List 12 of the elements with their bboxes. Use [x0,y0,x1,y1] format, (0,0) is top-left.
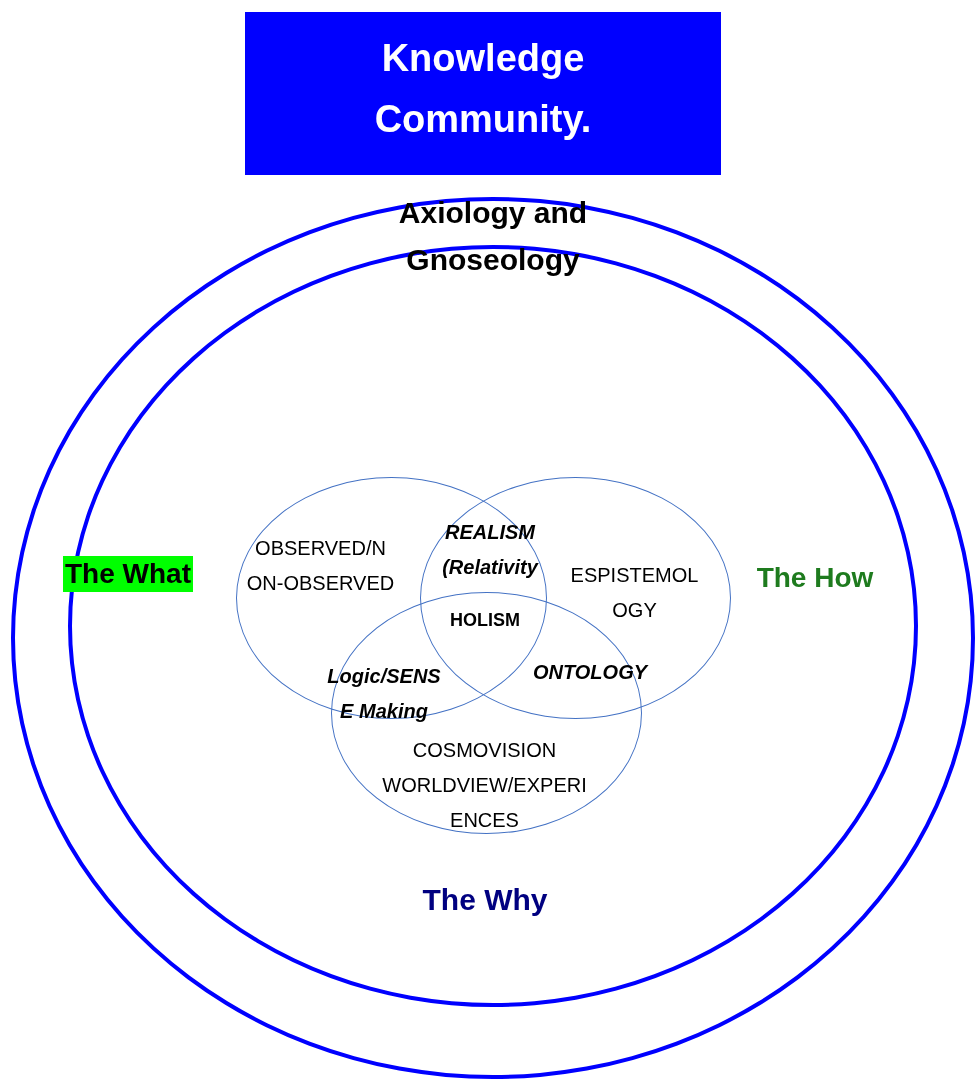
circle-text: COSMOVISION WORLDVIEW/EXPERI ENCES [381,737,588,833]
ellipse-heading: Axiology and Gnoseology [397,195,589,278]
dimension-label: The How [755,561,875,595]
circle-text: OBSERVED/N ON-OBSERVED [245,535,396,596]
overlap-label: HOLISM [449,609,521,632]
overlap-label: REALISM (Relativity [441,520,540,580]
title-text: Knowledge Community. [373,36,593,142]
circle-text: ESPISTEMOL OGY [569,562,700,623]
dimension-label: The Why [421,882,549,918]
title-box [245,12,721,175]
overlap-label: ONTOLOGY [531,660,650,685]
dimension-label: The What [63,556,193,593]
